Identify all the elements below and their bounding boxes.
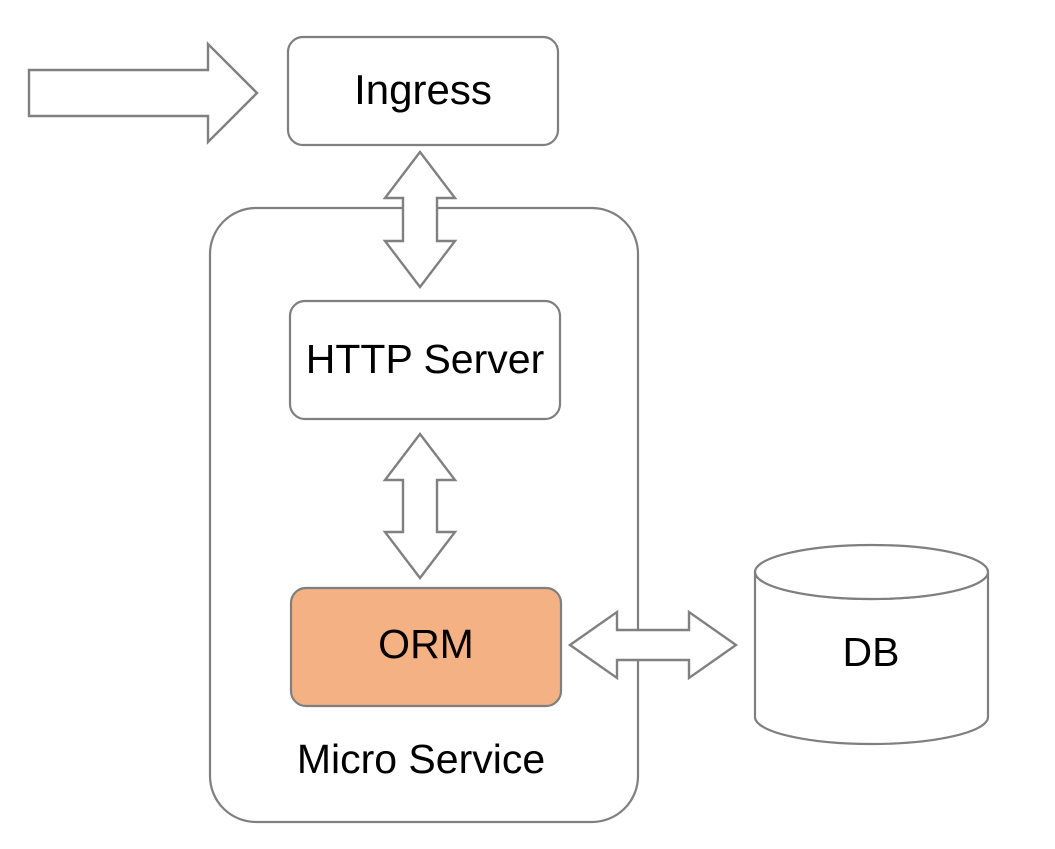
- micro-service-label: Micro Service: [297, 736, 545, 782]
- db-label: DB: [843, 629, 900, 675]
- orm-node[interactable]: ORM: [289, 586, 563, 708]
- ingress-http-server-arrow: [382, 150, 458, 289]
- http-server-label: HTTP Server: [306, 336, 544, 382]
- http-server-node[interactable]: HTTP Server: [288, 299, 562, 421]
- ingress-node[interactable]: Ingress: [286, 35, 560, 147]
- http-server-orm-arrow: [382, 432, 458, 580]
- orm-label: ORM: [378, 621, 474, 667]
- ingress-label: Ingress: [354, 66, 492, 113]
- orm-box[interactable]: [289, 586, 563, 708]
- orm-db-arrow: [567, 609, 739, 681]
- db-node[interactable]: DB: [753, 543, 990, 746]
- external-request-arrow: [27, 41, 259, 145]
